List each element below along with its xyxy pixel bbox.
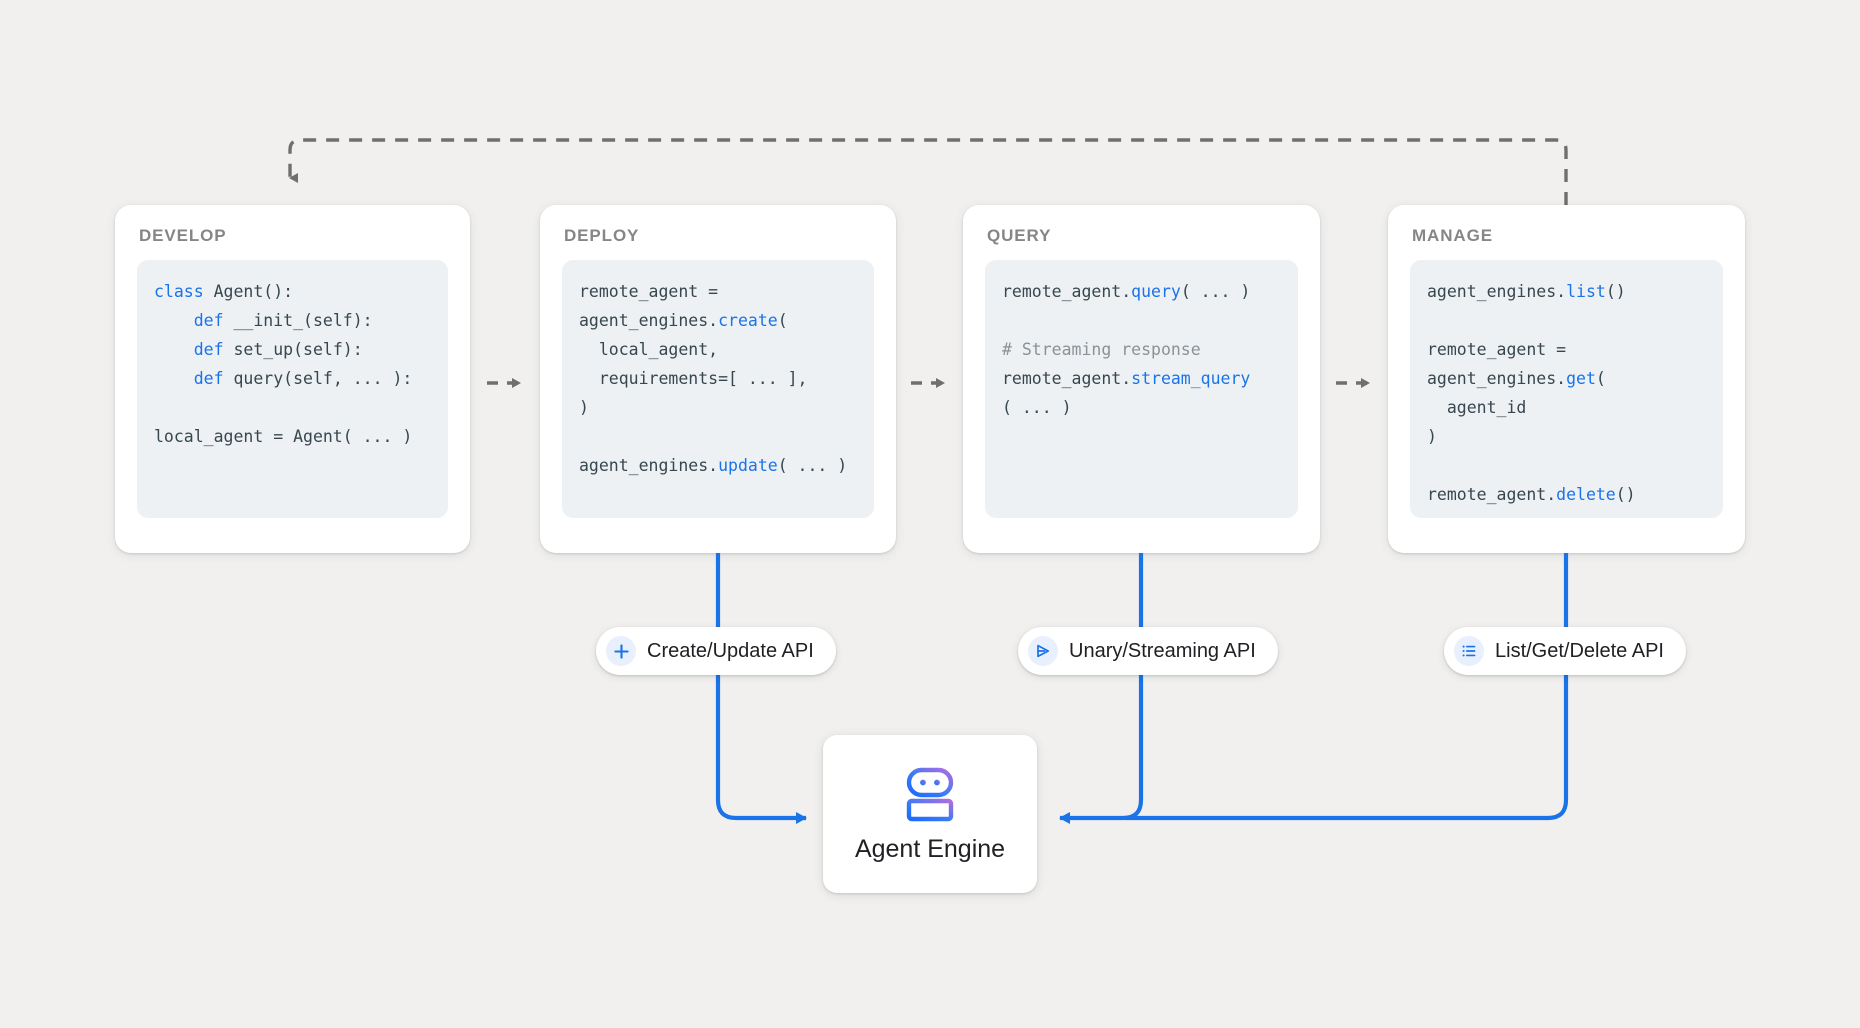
send-triangle-icon bbox=[1028, 636, 1058, 666]
api-pill-label: Create/Update API bbox=[647, 640, 814, 662]
stage-title-manage: MANAGE bbox=[1412, 226, 1493, 245]
stage-card-manage[interactable]: MANAGE agent_engines.list() remote_agent… bbox=[1388, 205, 1745, 553]
plus-icon bbox=[606, 636, 636, 666]
agent-engine-node[interactable]: Agent Engine bbox=[823, 735, 1037, 893]
stage-title-develop: DEVELOP bbox=[139, 226, 227, 245]
api-pill-list-get-delete[interactable]: List/Get/Delete API bbox=[1444, 627, 1686, 675]
code-block-manage: agent_engines.list() remote_agent = agen… bbox=[1410, 260, 1723, 518]
code-block-deploy: remote_agent = agent_engines.create( loc… bbox=[562, 260, 874, 518]
stage-card-deploy[interactable]: DEPLOY remote_agent = agent_engines.crea… bbox=[540, 205, 896, 553]
wire-query-to-agent-engine bbox=[1059, 553, 1144, 824]
stage-card-query[interactable]: QUERY remote_agent.query( ... ) # Stream… bbox=[963, 205, 1320, 553]
stage-title-query: QUERY bbox=[987, 226, 1052, 245]
stage-title-deploy: DEPLOY bbox=[564, 226, 640, 245]
code-block-develop: class Agent(): def __init_(self): def se… bbox=[137, 260, 448, 518]
wire-deploy-to-agent-engine bbox=[715, 553, 807, 824]
api-pill-label: Unary/Streaming API bbox=[1069, 640, 1256, 662]
api-pill-unary-streaming[interactable]: Unary/Streaming API bbox=[1018, 627, 1278, 675]
api-pill-label: List/Get/Delete API bbox=[1495, 640, 1664, 662]
stage-card-develop[interactable]: DEVELOP class Agent(): def __init_(self)… bbox=[115, 205, 470, 553]
code-block-query: remote_agent.query( ... ) # Streaming re… bbox=[985, 260, 1298, 518]
feedback-loop-manage-to-develop bbox=[288, 138, 1568, 205]
wire-manage-to-agent-engine bbox=[1125, 553, 1569, 821]
agent-engine-label: Agent Engine bbox=[854, 834, 1006, 863]
robot-icon bbox=[906, 767, 954, 821]
api-pill-create-update[interactable]: Create/Update API bbox=[596, 627, 836, 675]
list-icon bbox=[1454, 636, 1484, 666]
